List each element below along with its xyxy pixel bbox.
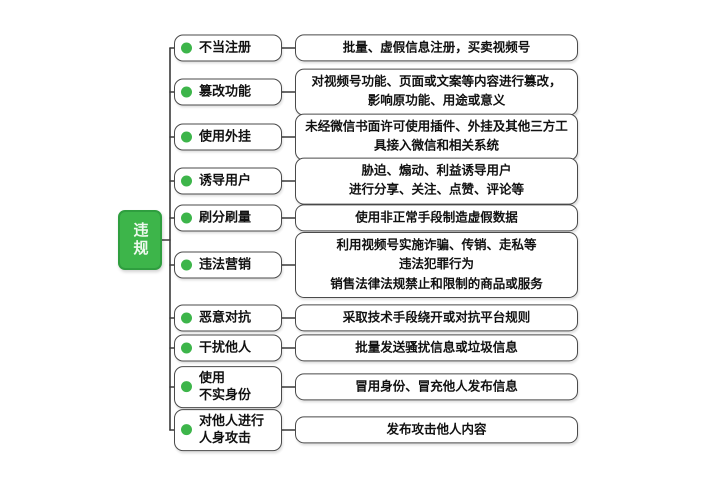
detail-text: 使用非正常手段制造虚假数据 <box>355 210 518 225</box>
branch-node-harass-others: 干扰他人 <box>174 334 282 362</box>
detail-node: 批量发送骚扰信息或垃圾信息 <box>295 334 578 362</box>
branch-node-malicious-evasion: 恶意对抗 <box>174 304 282 332</box>
bullet-icon <box>181 212 192 224</box>
detail-text: 冒用身份、冒充他人发布信息 <box>355 379 518 394</box>
branch-label: 不当注册 <box>199 39 252 55</box>
branch-label: 诱导用户 <box>199 172 252 188</box>
bullet-icon <box>181 131 192 143</box>
bullet-icon <box>181 424 192 436</box>
root-node: 违规 <box>118 210 162 270</box>
bullet-icon <box>181 312 192 324</box>
detail-text: 未经微信书面许可使用插件、外挂及其他三方工 具接入微信和相关系统 <box>305 119 568 153</box>
detail-node: 发布攻击他人内容 <box>295 416 578 444</box>
branch-node-fake-metrics: 刷分刷量 <box>174 204 282 232</box>
bullet-icon <box>181 381 192 393</box>
detail-text: 胁迫、煽动、利益诱导用户 进行分享、关注、点赞、评论等 <box>348 163 524 197</box>
branch-node-use-plugins: 使用外挂 <box>174 123 282 151</box>
bullet-icon <box>181 175 192 187</box>
branch-node-improper-registration: 不当注册 <box>174 34 282 62</box>
detail-text: 批量发送骚扰信息或垃圾信息 <box>355 340 518 355</box>
branch-label: 干扰他人 <box>199 339 252 355</box>
branch-label: 违法营销 <box>199 256 252 272</box>
detail-node: 采取技术手段绕开或对抗平台规则 <box>295 304 578 332</box>
bullet-icon <box>181 342 192 354</box>
bullet-icon <box>181 259 192 271</box>
detail-node: 利用视频号实施诈骗、传销、走私等 违法犯罪行为 销售法律法规禁止和限制的商品或服… <box>295 231 578 299</box>
branch-node-tamper-function: 篡改功能 <box>174 78 282 106</box>
detail-text: 采取技术手段绕开或对抗平台规则 <box>342 310 531 325</box>
detail-node: 冒用身份、冒充他人发布信息 <box>295 373 578 401</box>
branch-label: 刷分刷量 <box>199 209 252 225</box>
detail-text: 利用视频号实施诈骗、传销、走私等 违法犯罪行为 销售法律法规禁止和限制的商品或服… <box>330 237 543 291</box>
detail-text: 发布攻击他人内容 <box>386 422 487 437</box>
detail-node: 胁迫、煽动、利益诱导用户 进行分享、关注、点赞、评论等 <box>295 157 578 205</box>
branch-node-personal-attack: 对他人进行 人身攻击 <box>174 409 282 451</box>
detail-node: 使用非正常手段制造虚假数据 <box>295 204 578 232</box>
branch-label: 使用 不实身份 <box>199 370 252 402</box>
branch-label: 恶意对抗 <box>199 309 252 325</box>
detail-node: 批量、虚假信息注册，买卖视频号 <box>295 34 578 62</box>
bullet-icon <box>181 86 192 98</box>
branch-node-illegal-marketing: 违法营销 <box>174 251 282 279</box>
detail-node: 未经微信书面许可使用插件、外挂及其他三方工 具接入微信和相关系统 <box>295 113 578 161</box>
detail-text: 对视频号功能、页面或文案等内容进行篡改， 影响原功能、用途或意义 <box>311 74 562 108</box>
branch-label: 篡改功能 <box>199 83 252 99</box>
detail-text: 批量、虚假信息注册，买卖视频号 <box>342 40 531 55</box>
branch-label: 使用外挂 <box>199 128 252 144</box>
branch-node-false-identity: 使用 不实身份 <box>174 366 282 408</box>
branch-label: 对他人进行 人身攻击 <box>199 413 265 445</box>
branch-node-induce-users: 诱导用户 <box>174 167 282 195</box>
detail-node: 对视频号功能、页面或文案等内容进行篡改， 影响原功能、用途或意义 <box>295 68 578 116</box>
bullet-icon <box>181 42 192 54</box>
